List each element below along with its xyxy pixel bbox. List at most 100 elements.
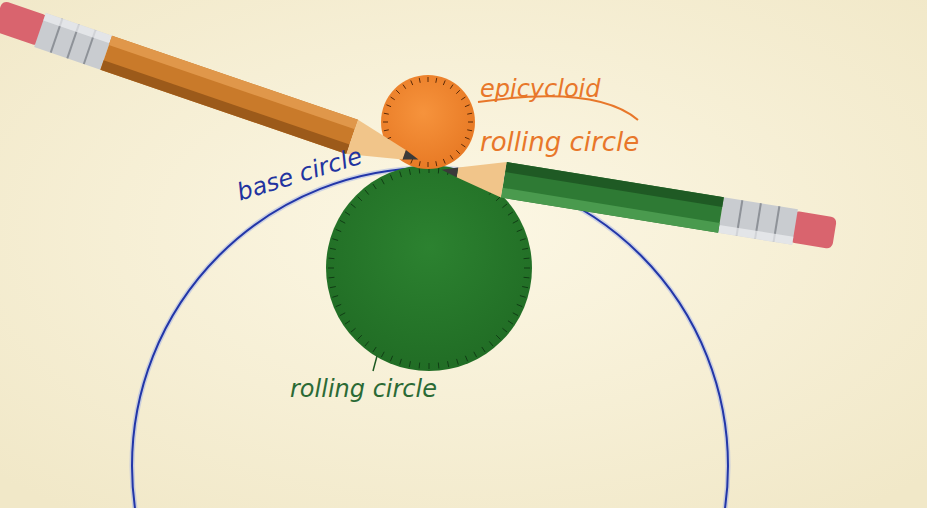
tick <box>340 313 345 316</box>
tick <box>358 335 362 339</box>
tick <box>411 159 413 164</box>
tick <box>513 220 518 223</box>
tick <box>524 258 530 260</box>
tick <box>517 229 523 231</box>
tick <box>517 304 523 306</box>
tick <box>428 77 429 82</box>
tick <box>496 197 500 201</box>
tick <box>340 220 345 223</box>
tick <box>456 150 460 154</box>
tick <box>330 287 336 288</box>
tick <box>489 341 493 346</box>
tick <box>522 287 528 288</box>
green-pencil <box>439 152 838 251</box>
circle-label: rolling circle <box>290 376 437 404</box>
tick <box>461 144 465 147</box>
tick <box>330 248 336 249</box>
pencil-body <box>501 162 724 233</box>
tick <box>373 347 376 352</box>
curve-label: epicycloid <box>480 76 601 104</box>
tick <box>345 321 350 324</box>
tick <box>381 179 384 184</box>
tick <box>328 268 334 269</box>
tick <box>438 167 440 173</box>
tick <box>411 80 413 85</box>
tick <box>465 137 470 139</box>
tick <box>428 162 429 167</box>
pencil-lead <box>441 165 458 177</box>
tick <box>384 113 389 115</box>
tick <box>465 105 470 107</box>
tick <box>419 161 421 166</box>
tick <box>390 356 392 362</box>
tick <box>336 304 342 306</box>
tick <box>381 352 384 357</box>
pencil-wood <box>455 155 507 198</box>
ferrule-shine <box>43 13 112 43</box>
tick <box>474 352 477 357</box>
circle-label: rolling circle <box>480 128 639 158</box>
tick <box>351 204 356 208</box>
tick <box>358 197 362 201</box>
tick <box>467 129 472 131</box>
tick <box>438 363 440 369</box>
tick <box>443 80 445 85</box>
tick <box>457 359 459 365</box>
tick <box>456 90 460 94</box>
tick <box>465 356 467 362</box>
tick <box>419 363 421 369</box>
tick <box>391 97 395 100</box>
tick <box>435 161 437 166</box>
pencil-lead <box>403 150 420 164</box>
leader-line <box>373 356 377 371</box>
pencil-body <box>100 36 358 154</box>
tick <box>482 347 485 352</box>
ferrule <box>718 197 798 245</box>
tick <box>373 184 376 189</box>
tick <box>508 212 513 215</box>
tick <box>502 328 507 332</box>
tick <box>390 175 392 181</box>
tick <box>384 129 389 131</box>
tick <box>400 359 402 365</box>
tick <box>443 159 445 164</box>
tick <box>419 78 421 83</box>
tick <box>403 85 406 89</box>
tick <box>332 239 338 241</box>
tick <box>522 248 528 249</box>
tick <box>502 204 507 208</box>
pencil-facet <box>100 60 349 154</box>
tick <box>383 122 388 123</box>
ferrule <box>34 13 112 70</box>
tick <box>386 105 391 107</box>
tick <box>520 239 526 241</box>
ferrule-shine <box>718 225 793 245</box>
tick <box>524 277 530 279</box>
tick <box>520 296 526 298</box>
tick <box>508 321 513 324</box>
orange-pencil <box>0 0 424 177</box>
tick <box>365 341 369 346</box>
tick <box>400 171 402 177</box>
tick <box>336 229 342 231</box>
tick <box>468 122 473 123</box>
tick <box>524 268 530 269</box>
green-ticks <box>328 167 530 369</box>
tick <box>467 113 472 115</box>
tick <box>448 361 449 367</box>
tick <box>396 90 400 94</box>
tick <box>450 155 453 159</box>
tick <box>332 296 338 298</box>
tick <box>351 328 356 332</box>
tick <box>419 167 421 173</box>
tick <box>513 313 518 316</box>
tick <box>429 363 430 369</box>
tick <box>345 212 350 215</box>
tick <box>496 335 500 339</box>
tick <box>409 169 410 175</box>
tick <box>409 361 410 367</box>
tick <box>365 190 369 195</box>
tick <box>435 78 437 83</box>
